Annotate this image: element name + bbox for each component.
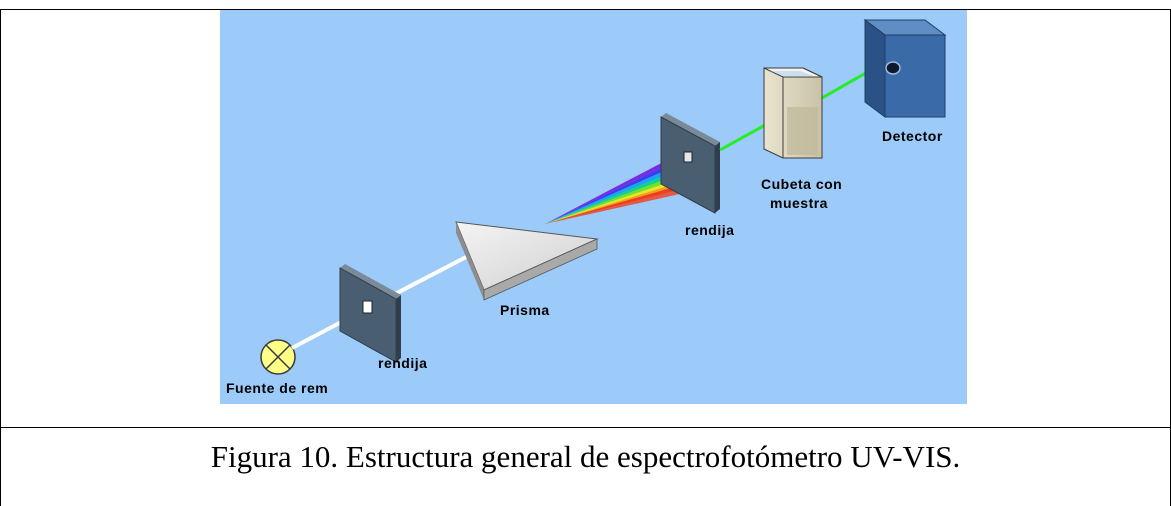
light-source-lamp (260, 339, 296, 375)
detector-box (863, 19, 947, 118)
sample-cuvette (763, 67, 823, 159)
label-cuvette-line2: muestra (770, 195, 828, 211)
prism (455, 221, 599, 301)
label-prism: Prisma (500, 302, 550, 318)
label-detector: Detector (882, 128, 943, 144)
frame-border-top (0, 9, 1171, 10)
label-exit-slit: rendija (685, 222, 734, 238)
frame-divider (0, 427, 1171, 428)
spectrophotometer-diagram: Fuente de rem rendija Prisma rendija Cub… (220, 10, 967, 404)
entrance-slit (339, 264, 401, 363)
exit-slit (660, 113, 720, 214)
figure-caption: Figura 10. Estructura general de espectr… (210, 439, 961, 474)
label-light-source: Fuente de rem (226, 380, 328, 396)
label-entrance-slit: rendija (378, 355, 427, 371)
label-cuvette-line1: Cubeta con (761, 176, 842, 192)
frame-border-left (0, 9, 1, 506)
